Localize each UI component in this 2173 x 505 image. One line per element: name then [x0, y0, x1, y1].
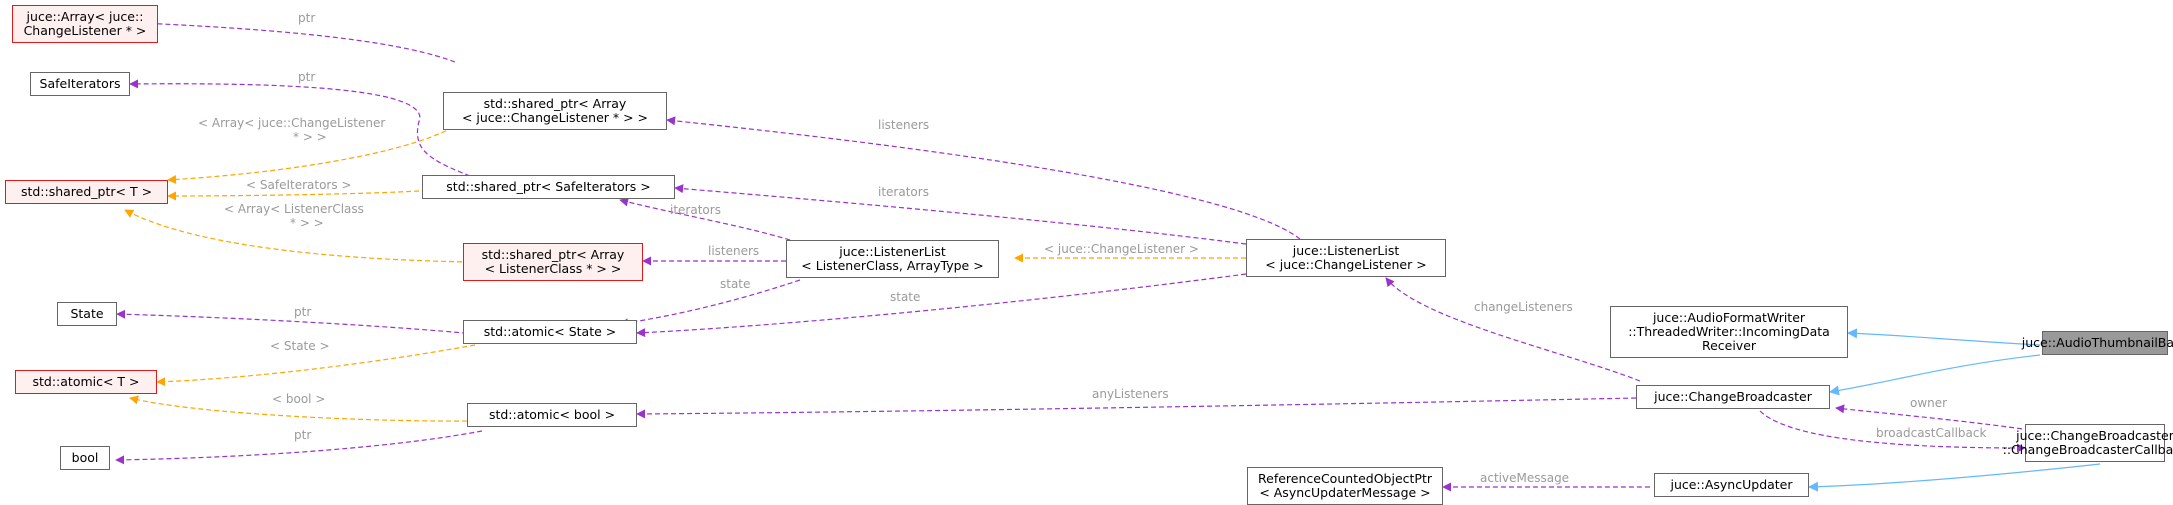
edge-listenerlist-t-to-sp-safeit: iterators	[619, 197, 791, 241]
node-listenerlist-changelistener[interactable]: juce::ListenerList < juce::ChangeListene…	[1246, 239, 1446, 277]
edge-label: state	[890, 290, 920, 304]
edge-label: ptr	[294, 305, 311, 319]
edge-line	[674, 184, 1247, 245]
node-audioformatwriter-incomingdatareceiver[interactable]: juce::AudioFormatWriter ::ThreadedWriter…	[1610, 306, 1848, 358]
edge-sp-array-cl-to-array-cl: ptr	[115, 11, 456, 63]
edge-atomic-bool-to-atomic-t: < bool >	[129, 392, 476, 422]
edge-atomic-state-to-state: ptr	[116, 305, 476, 335]
edge-label: activeMessage	[1480, 471, 1569, 485]
edge-listenerlist-cl-to-listenerlist-t: < juce::ChangeListener >	[1014, 242, 1247, 263]
edge-line	[666, 116, 1301, 240]
edge-atomic-state-to-atomic-t: < State >	[156, 339, 476, 387]
edge-line	[167, 122, 461, 185]
edge-listenerlist-cl-to-atomic-state: state	[636, 273, 1247, 338]
edge-label: broadcastCallback	[1876, 426, 1986, 440]
edge-label: < Array< ListenerClass * > >	[224, 202, 368, 230]
node-sharedptr-array-changelistener[interactable]: std::shared_ptr< Array < juce::ChangeLis…	[443, 92, 667, 130]
edge-label: anyListeners	[1092, 387, 1169, 401]
node-sharedptr-safeiterators[interactable]: std::shared_ptr< SafeIterators >	[422, 175, 675, 199]
node-asyncupdater[interactable]: juce::AsyncUpdater	[1654, 473, 1809, 497]
edge-cbcallback-to-changebroadcaster: owner	[1835, 396, 2031, 431]
edge-changebroadcaster-to-listenerlist-cl: changeListeners	[1385, 277, 1641, 382]
edge-listenerlist-cl-to-sp-array-cl: listeners	[666, 116, 1301, 240]
edge-label: ptr	[298, 70, 315, 84]
edge-line	[116, 309, 476, 335]
edge-line	[115, 17, 456, 63]
node-changebroadcastercallback[interactable]: juce::ChangeBroadcaster ::ChangeBroadcas…	[2003, 424, 2173, 462]
node-listenerlist-template[interactable]: juce::ListenerList < ListenerClass, Arra…	[786, 240, 999, 278]
edge-line	[1808, 463, 2101, 492]
edge-sp-array-lc-to-shared-ptr-t: < Array< ListenerClass * > >	[124, 202, 471, 263]
edge-label: state	[720, 277, 750, 291]
edge-label: ptr	[298, 11, 315, 25]
edge-line	[619, 279, 801, 328]
edge-listenerlist-t-to-sp-array-lc: listeners	[642, 244, 786, 266]
edge-changebroadcaster-to-atomic-bool: anyListeners	[636, 387, 1637, 419]
edge-label: < SafeIterators >	[246, 178, 351, 192]
edge-line	[115, 430, 483, 465]
node-shared-ptr-t[interactable]: std::shared_ptr< T >	[5, 180, 168, 204]
edge-label-line-2: * > >	[293, 130, 327, 144]
edge-audiothumb-to-afw	[1847, 328, 2041, 346]
edge-changebroadcaster-to-cbcallback: broadcastCallback	[1759, 410, 2026, 453]
edge-line	[636, 397, 1637, 419]
edge-line	[129, 395, 476, 422]
edge-line	[129, 79, 471, 177]
edge-label: < Array< juce::ChangeListener * > >	[198, 116, 389, 144]
node-bool[interactable]: bool	[60, 446, 110, 470]
edge-label-line-2: * > >	[290, 216, 324, 230]
edge-label: iterators	[878, 185, 929, 199]
edge-line	[1835, 404, 2031, 431]
node-state[interactable]: State	[57, 302, 117, 326]
edge-atomic-bool-to-bool: ptr	[115, 428, 483, 465]
edge-asyncupdater-to-refcounted: activeMessage	[1442, 471, 1651, 492]
edge-sp-safeit-to-shared-ptr-t: < SafeIterators >	[167, 178, 436, 201]
node-atomic-bool[interactable]: std::atomic< bool >	[467, 403, 637, 427]
edge-cbcallback-to-asyncupdater	[1808, 463, 2101, 492]
edge-listenerlist-t-to-atomic-state: state	[619, 277, 801, 328]
edge-label: iterators	[670, 203, 721, 217]
node-refcounted-asyncupdatermessage[interactable]: ReferenceCountedObjectPtr < AsyncUpdater…	[1247, 467, 1443, 505]
edge-audiothumb-to-changebroadcaster	[1829, 354, 2041, 396]
node-array-changelistener[interactable]: juce::Array< juce:: ChangeListener * >	[12, 5, 158, 43]
node-sharedptr-array-listenerclass[interactable]: std::shared_ptr< Array < ListenerClass *…	[463, 243, 643, 281]
edge-label: < bool >	[272, 392, 325, 406]
edge-label: changeListeners	[1474, 300, 1573, 314]
edge-sp-array-cl-to-shared-ptr-t: < Array< juce::ChangeListener * > >	[167, 116, 461, 185]
edge-line	[636, 273, 1247, 338]
node-changebroadcaster[interactable]: juce::ChangeBroadcaster	[1636, 385, 1830, 409]
node-safe-iterators[interactable]: SafeIterators	[30, 72, 130, 96]
edge-label: listeners	[708, 244, 759, 258]
node-audiothumbnailbase[interactable]: juce::AudioThumbnailBase	[2022, 331, 2173, 355]
edge-line	[1759, 410, 2026, 453]
edge-line	[619, 197, 791, 241]
node-atomic-t[interactable]: std::atomic< T >	[15, 370, 157, 394]
edge-label: ptr	[294, 428, 311, 442]
edge-line	[1847, 328, 2041, 346]
edge-line	[1829, 354, 2041, 396]
edge-listenerlist-cl-to-sp-safeit: iterators	[674, 184, 1247, 245]
edge-label-line-1: < Array< juce::ChangeListener	[198, 116, 385, 130]
edge-sp-safeit-to-safe-iterators: ptr	[129, 70, 471, 177]
edge-line	[167, 189, 436, 201]
edge-line	[124, 209, 471, 263]
edge-label: < State >	[270, 339, 330, 353]
edge-label: owner	[1910, 396, 1947, 410]
edge-label: < juce::ChangeListener >	[1044, 242, 1199, 256]
edge-label: listeners	[878, 118, 929, 132]
edge-line	[1385, 277, 1641, 382]
node-atomic-state[interactable]: std::atomic< State >	[463, 320, 637, 344]
edge-label-line-1: < Array< ListenerClass	[224, 202, 364, 216]
